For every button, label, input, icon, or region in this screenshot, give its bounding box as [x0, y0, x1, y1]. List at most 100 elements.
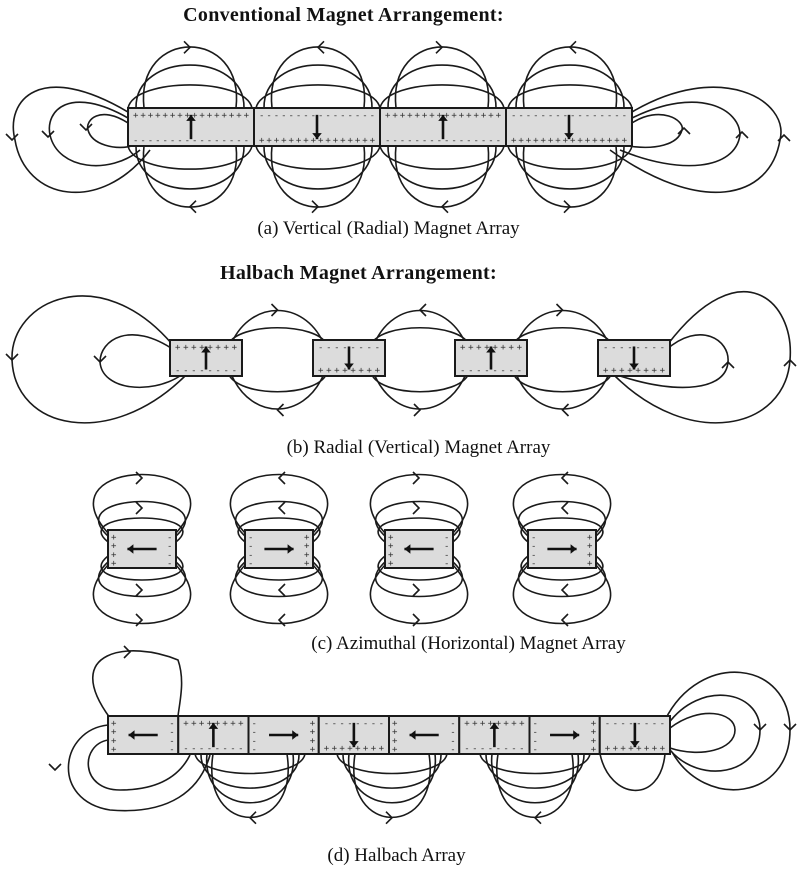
field-line	[379, 145, 505, 170]
field-direction-marker	[79, 123, 93, 132]
field-line	[387, 64, 497, 109]
pole-mark: -	[531, 559, 536, 569]
field-line	[599, 753, 666, 792]
pole-mark: +	[304, 533, 310, 543]
pole-mark: +	[591, 736, 597, 746]
field-line	[507, 145, 633, 170]
field-line	[342, 753, 442, 789]
field-direction-marker	[277, 583, 286, 597]
field-line	[515, 64, 625, 109]
pole-mark: +	[111, 745, 117, 755]
field-direction-marker	[413, 403, 422, 417]
field-line	[627, 113, 683, 149]
pole-mark: +	[310, 736, 316, 746]
array-c: ++++--------++++++++--------++++	[92, 471, 612, 627]
pole-marks: ++++++++	[324, 744, 385, 754]
field-line	[516, 375, 609, 410]
pole-mark: -	[252, 728, 257, 738]
field-line	[255, 84, 381, 109]
pole-mark: +	[587, 559, 593, 569]
field-line	[86, 113, 133, 149]
field-line	[194, 753, 306, 775]
pole-mark: -	[531, 533, 536, 543]
arrowhead	[629, 363, 639, 370]
field-line	[200, 753, 300, 789]
arrowhead	[404, 544, 411, 554]
pole-marks: ----------------	[133, 136, 249, 146]
field-direction-marker	[677, 126, 691, 135]
pole-mark: +	[111, 736, 117, 746]
field-line	[512, 473, 612, 534]
field-direction-marker	[783, 358, 797, 367]
arrowhead	[630, 741, 640, 748]
field-line	[67, 724, 211, 812]
pole-mark: +	[591, 719, 597, 729]
field-line	[522, 145, 618, 208]
field-direction-marker	[5, 353, 19, 362]
pole-mark: -	[252, 736, 257, 746]
arrowhead	[287, 544, 294, 554]
field-direction-marker	[563, 200, 572, 214]
field-line	[100, 555, 184, 581]
field-direction-marker	[41, 130, 55, 139]
field-direction-marker	[412, 501, 421, 515]
arrowhead	[489, 722, 500, 729]
pole-mark: +	[111, 533, 117, 543]
arrowhead	[186, 114, 196, 121]
arrowhead	[570, 544, 577, 554]
pole-mark: -	[167, 559, 172, 569]
field-line	[491, 753, 579, 804]
field-line	[270, 46, 366, 109]
pole-mark: -	[444, 533, 449, 543]
array-a: ++++++++++++++++---------------- --------…	[5, 40, 791, 214]
pole-mark: -	[169, 736, 174, 746]
magnet-a-3: ++++++++++++++++----------------	[379, 107, 507, 147]
field-line	[667, 694, 761, 772]
pole-mark: -	[167, 533, 172, 543]
pole-mark: -	[531, 550, 536, 560]
field-line	[520, 555, 604, 581]
field-direction-marker	[135, 583, 144, 597]
arrowhead	[409, 730, 416, 740]
field-line	[237, 517, 321, 543]
pole-mark: +	[111, 550, 117, 560]
field-line	[336, 753, 448, 775]
pole-mark: -	[444, 550, 449, 560]
magnet-d-5: ++++----	[388, 715, 461, 755]
pole-mark: -	[444, 559, 449, 569]
field-direction-marker	[277, 471, 286, 485]
pole-mark: +	[392, 736, 398, 746]
field-direction-marker	[735, 130, 749, 139]
pole-marks: ++++++++	[605, 744, 666, 754]
field-direction-marker	[435, 40, 444, 54]
field-line	[512, 326, 613, 346]
pole-mark: -	[533, 728, 538, 738]
magnet-block	[527, 529, 597, 569]
field-direction-marker	[270, 303, 279, 317]
field-direction-marker	[560, 583, 569, 597]
field-direction-marker	[568, 40, 577, 54]
field-line	[512, 564, 612, 625]
field-direction-marker	[440, 200, 449, 214]
magnet-d-4: --------++++++++	[317, 715, 390, 755]
pole-mark: -	[169, 745, 174, 755]
field-direction-marker	[385, 811, 394, 825]
arrowhead	[438, 114, 448, 121]
field-direction-marker	[248, 811, 257, 825]
pole-mark: -	[444, 542, 449, 552]
pole-mark: -	[248, 559, 253, 569]
magnet-b-3: ++++++++--------	[454, 339, 528, 377]
array-d: ++++----++++++++------------++++--------…	[48, 645, 797, 825]
field-line	[227, 326, 328, 346]
magnet-b-4: --------++++++++	[597, 339, 671, 377]
field-line	[142, 145, 238, 208]
field-line	[135, 64, 245, 109]
caption-c: (c) Azimuthal (Horizontal) Magnet Array	[311, 633, 626, 654]
magnet-d-2: ++++++++--------	[177, 715, 250, 755]
field-direction-marker	[783, 723, 797, 732]
pole-mark: -	[169, 728, 174, 738]
field-line	[229, 564, 329, 625]
pole-mark: +	[111, 728, 117, 738]
pole-mark: +	[591, 728, 597, 738]
field-line	[369, 473, 469, 534]
